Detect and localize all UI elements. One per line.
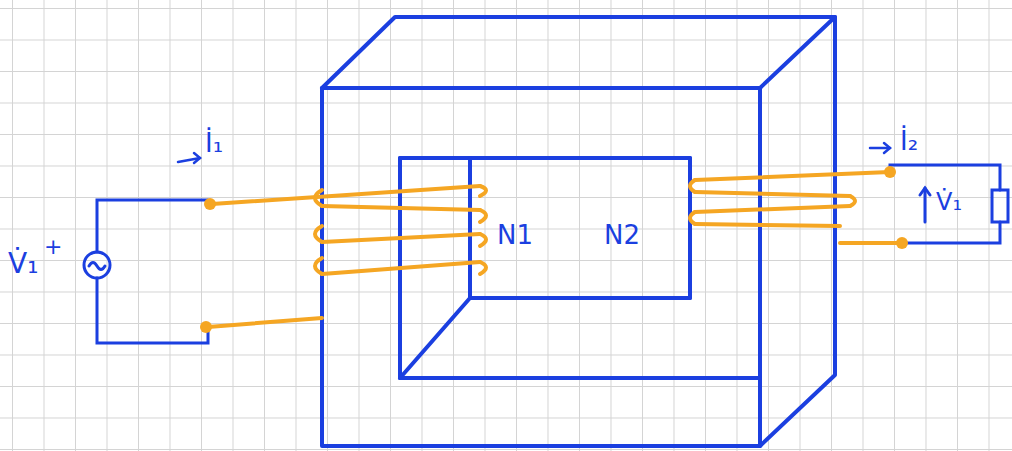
secondary-wire <box>890 165 1008 243</box>
window-edge <box>400 376 760 380</box>
window-edge <box>400 156 690 160</box>
core-front <box>322 88 760 446</box>
core-side <box>760 17 835 446</box>
core-top <box>322 17 835 88</box>
winding-label: N1 <box>497 222 533 248</box>
voltage-arrow <box>920 188 930 195</box>
winding-label: N2 <box>604 222 640 248</box>
load-resistor <box>992 190 1008 222</box>
current-label: İ₁ <box>205 130 223 156</box>
current-label: İ₂ <box>900 128 918 154</box>
primary-wire <box>84 200 208 343</box>
core <box>322 17 835 446</box>
polarity-sign: + <box>44 236 62 258</box>
current-arrow <box>178 143 890 163</box>
window-edge <box>400 298 470 378</box>
window-edge <box>688 158 692 298</box>
window-edge <box>468 158 472 298</box>
secondary-winding <box>690 172 900 243</box>
voltage-label: V̇₁ <box>936 190 962 214</box>
voltage-arrow <box>924 188 927 222</box>
primary-winding <box>208 186 486 327</box>
terminal-dot <box>200 166 908 333</box>
window-edge <box>470 296 690 300</box>
voltage-label: V̇₁ <box>8 250 38 278</box>
